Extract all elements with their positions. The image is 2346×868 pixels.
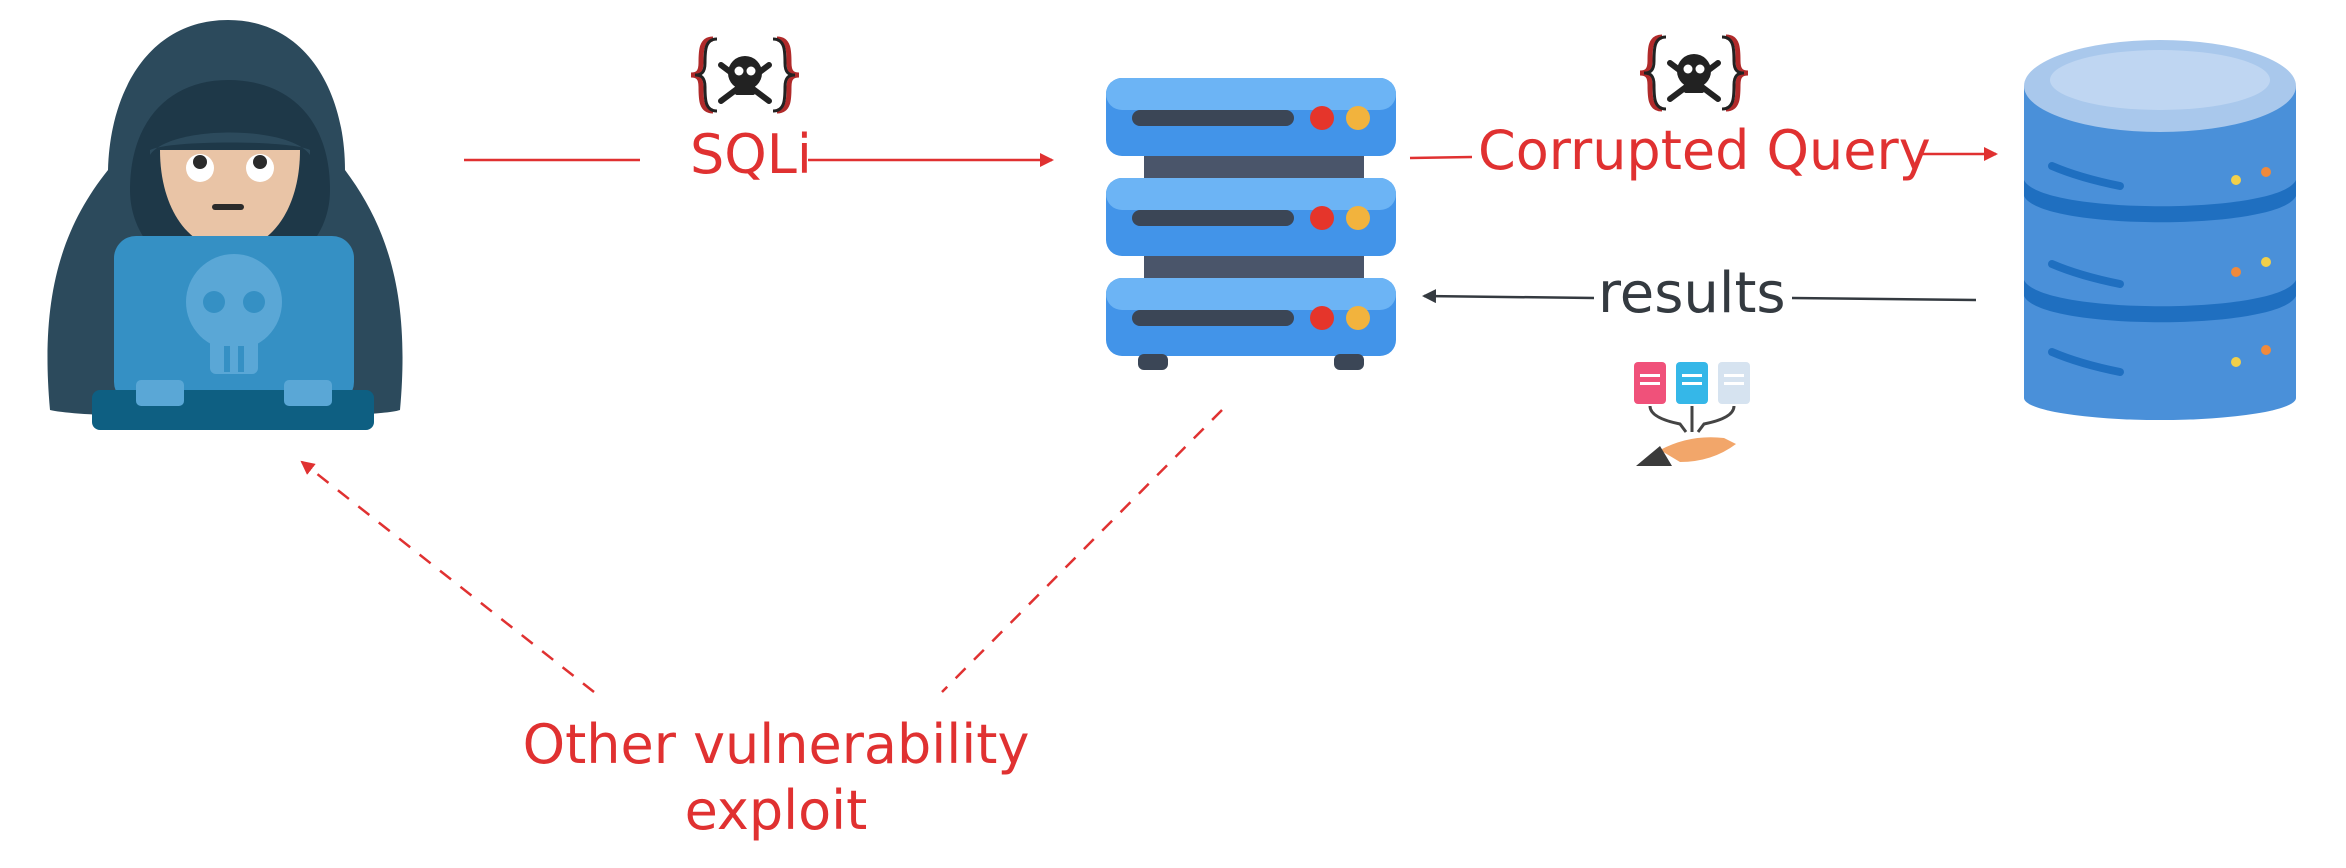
label-sqli: SQLi <box>690 123 812 186</box>
arrow-corrupted-query <box>1409 147 1998 161</box>
skull-crossbones-braces-icon <box>690 36 800 114</box>
documents-hand-icon <box>1634 362 1750 466</box>
server-rack-icon <box>1106 78 1396 370</box>
hooded-hacker-icon <box>47 20 403 430</box>
label-results: results <box>1598 261 1786 326</box>
skull-crossbones-braces-icon <box>1639 34 1749 112</box>
database-icon <box>2024 40 2296 420</box>
arrow-other-exploit <box>300 409 1223 693</box>
arrow-results <box>1422 289 1977 304</box>
label-other-vulnerability-exploit: Other vulnerability exploit <box>522 713 1030 842</box>
label-corrupted-query: Corrupted Query <box>1478 119 1931 182</box>
